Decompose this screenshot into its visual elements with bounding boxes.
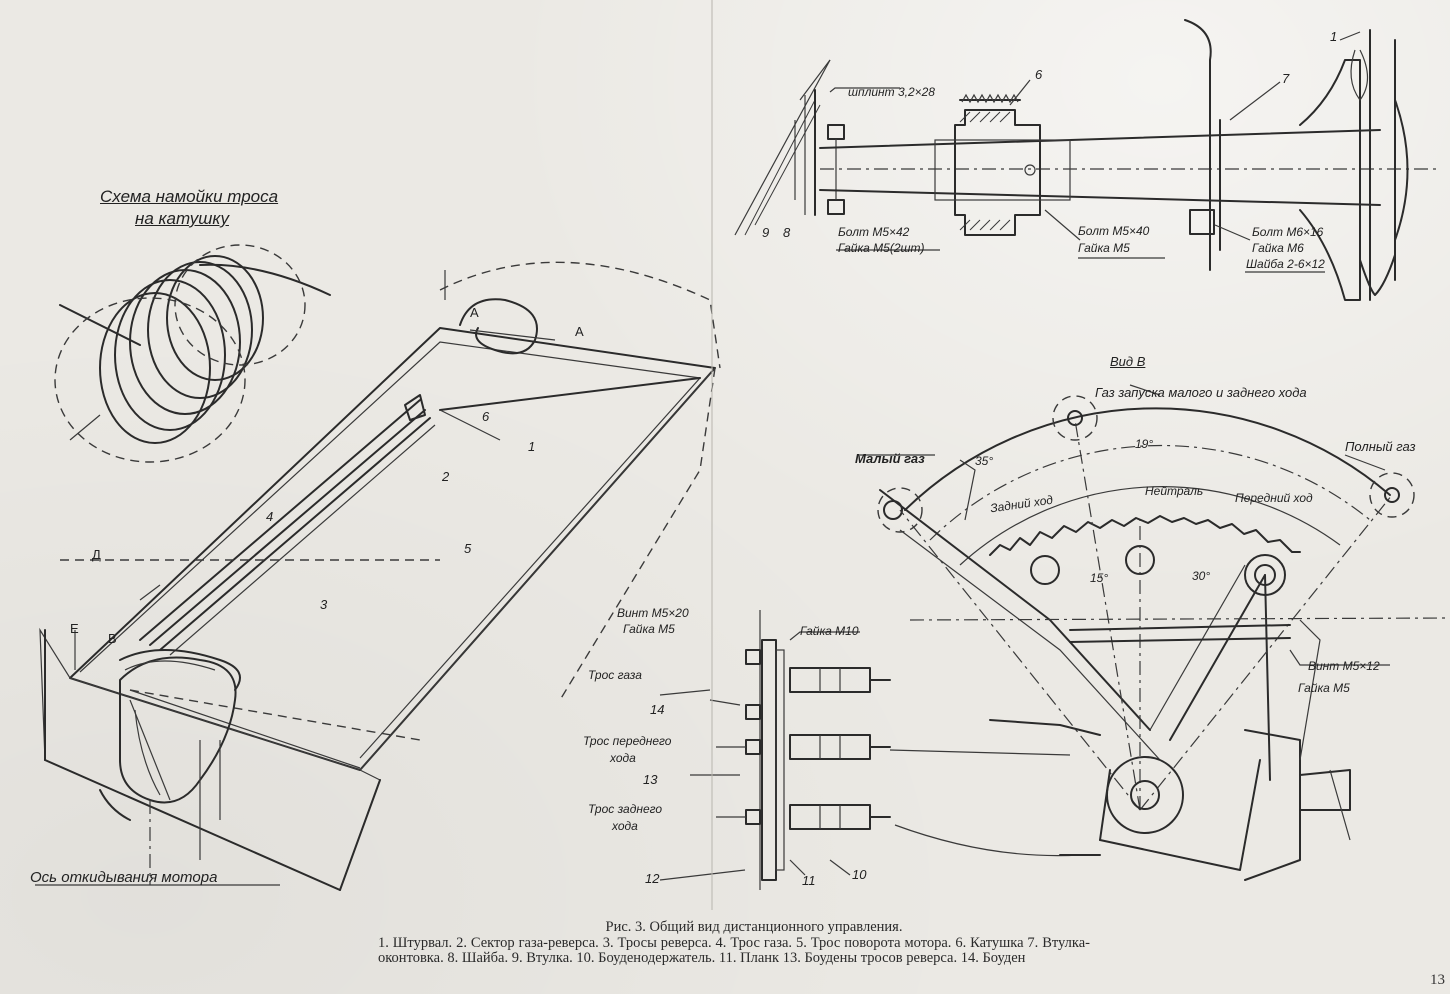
washer-label: Шайба 2-6×12 [1246,257,1325,271]
callout-9: 9 [762,225,770,240]
fwd-cable-label-1: Трос переднего [583,734,672,748]
callout-6-top: 6 [1035,67,1043,82]
callout-14: 14 [650,702,665,717]
screw-m5x20-label: Винт М5×20 [617,606,689,620]
section-a-right: А [575,324,584,339]
nut-m5-label: Гайка М5 [1078,241,1130,255]
gas-cable-label: Трос газа [588,668,642,682]
callout-6: 6 [482,409,490,424]
callout-8: 8 [783,225,791,240]
angle-15-label: 15° [1090,571,1109,585]
screw-m5x12-label: Винт М5×12 [1308,659,1380,673]
figure-caption: Рис. 3. Общий вид дистанционного управле… [378,919,1090,967]
bolt-m5x40-label: Болт М5×40 [1078,224,1150,238]
callout-5: 5 [464,541,472,556]
bolt-m5x42-label: Болт М5×42 [838,225,910,239]
fwd-cable-label-2: хода [610,751,636,765]
angle-19-label: 19° [1135,437,1154,451]
caption-body: 1. Штурвал. 2. Сектор газа-реверса. 3. Т… [378,934,1090,966]
winding-scheme [54,244,331,463]
callout-1-top: 1 [1330,29,1338,44]
callout-1: 1 [528,439,536,454]
section-a-left: А [470,305,479,320]
callout-12: 12 [645,871,660,886]
angle-35-label: 35° [975,454,994,468]
callout-10: 10 [852,867,867,882]
angle-30-label: 30° [1192,569,1211,583]
rev-cable-label-1: Трос заднего [588,802,663,816]
callout-7-top: 7 [1282,71,1290,86]
rev-cable-label-2: хода [612,819,638,833]
shaft-assembly [734,19,1440,301]
full-gas-label: Полный газ [1345,439,1416,454]
nut-m5-2pcs-label: Гайка М5(2шт) [838,241,925,255]
section-v: В [108,631,117,646]
winding-title-line1: Схема намойки троса [100,187,279,206]
split-pin-label: шплинт 3,2×28 [848,85,935,99]
view-v-mechanism [860,384,1450,881]
callout-11: 11 [802,873,816,888]
section-d: Д [92,547,101,562]
boat-hull [35,261,721,891]
nut-m10-label: Гайка М10 [800,624,859,638]
nut-m6-label: Гайка М6 [1252,241,1304,255]
callout-2: 2 [442,469,450,484]
nut-m5-view-v-label: Гайка М5 [1298,681,1350,695]
start-gas-label: Газ запуска малого и заднего хода [1095,385,1307,400]
neutral-label: Нейтраль [1145,484,1204,498]
forward-label: Передний ход [1235,491,1313,505]
callout-13: 13 [643,772,658,787]
nut-m5-bracket-label: Гайка М5 [623,622,675,636]
motor-axis-label: Ось откидывания мотора [30,869,218,886]
bowden-bracket [659,610,891,890]
page-number: 13 [1430,972,1445,988]
idle-gas-label: Малый газ [855,451,925,466]
callout-4: 4 [266,509,274,524]
callout-3: 3 [320,597,328,612]
section-e: Е [70,621,79,636]
caption-title: Рис. 3. Общий вид дистанционного управле… [605,919,903,935]
bolt-m6x16-label: Болт М6×16 [1252,225,1324,239]
view-v-title: Вид В [1110,354,1146,369]
winding-title-line2: на катушку [135,209,229,228]
